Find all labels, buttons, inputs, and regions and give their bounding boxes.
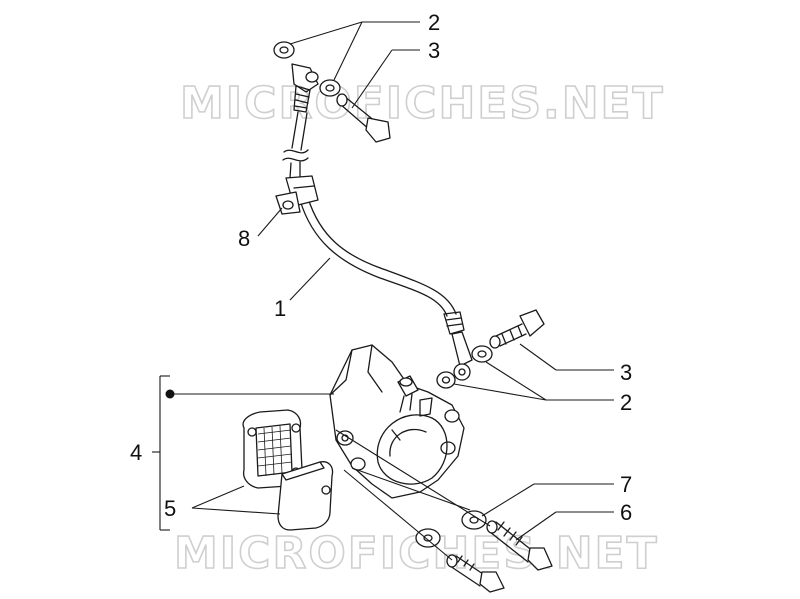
callout-2-top: 2 [428, 10, 440, 35]
bracket-dot [165, 389, 175, 399]
upper-banjo-bolt [336, 93, 391, 143]
brake-hose [282, 63, 473, 367]
callout-1: 1 [274, 296, 286, 321]
callout-6: 6 [620, 500, 632, 525]
callout-2-right: 2 [620, 390, 632, 415]
upper-washers [273, 41, 341, 97]
leader-lines [152, 21, 614, 561]
callout-8: 8 [238, 226, 250, 251]
lower-banjo-bolt [489, 309, 545, 349]
watermark-top: MICROFICHES.NET [180, 78, 665, 129]
callout-4: 4 [130, 440, 142, 465]
callout-5: 5 [164, 496, 176, 521]
callout-3-right: 3 [620, 360, 632, 385]
lower-washers [436, 345, 493, 389]
watermark-bottom: MICROFICHES.NET [174, 528, 659, 579]
brake-pads [242, 409, 334, 531]
caliper-washers [415, 510, 487, 548]
caliper-screws [446, 520, 553, 593]
brake-caliper [329, 344, 465, 499]
callout-3-top: 3 [428, 38, 440, 63]
hose-clamp [275, 175, 319, 215]
callout-7: 7 [620, 472, 632, 497]
